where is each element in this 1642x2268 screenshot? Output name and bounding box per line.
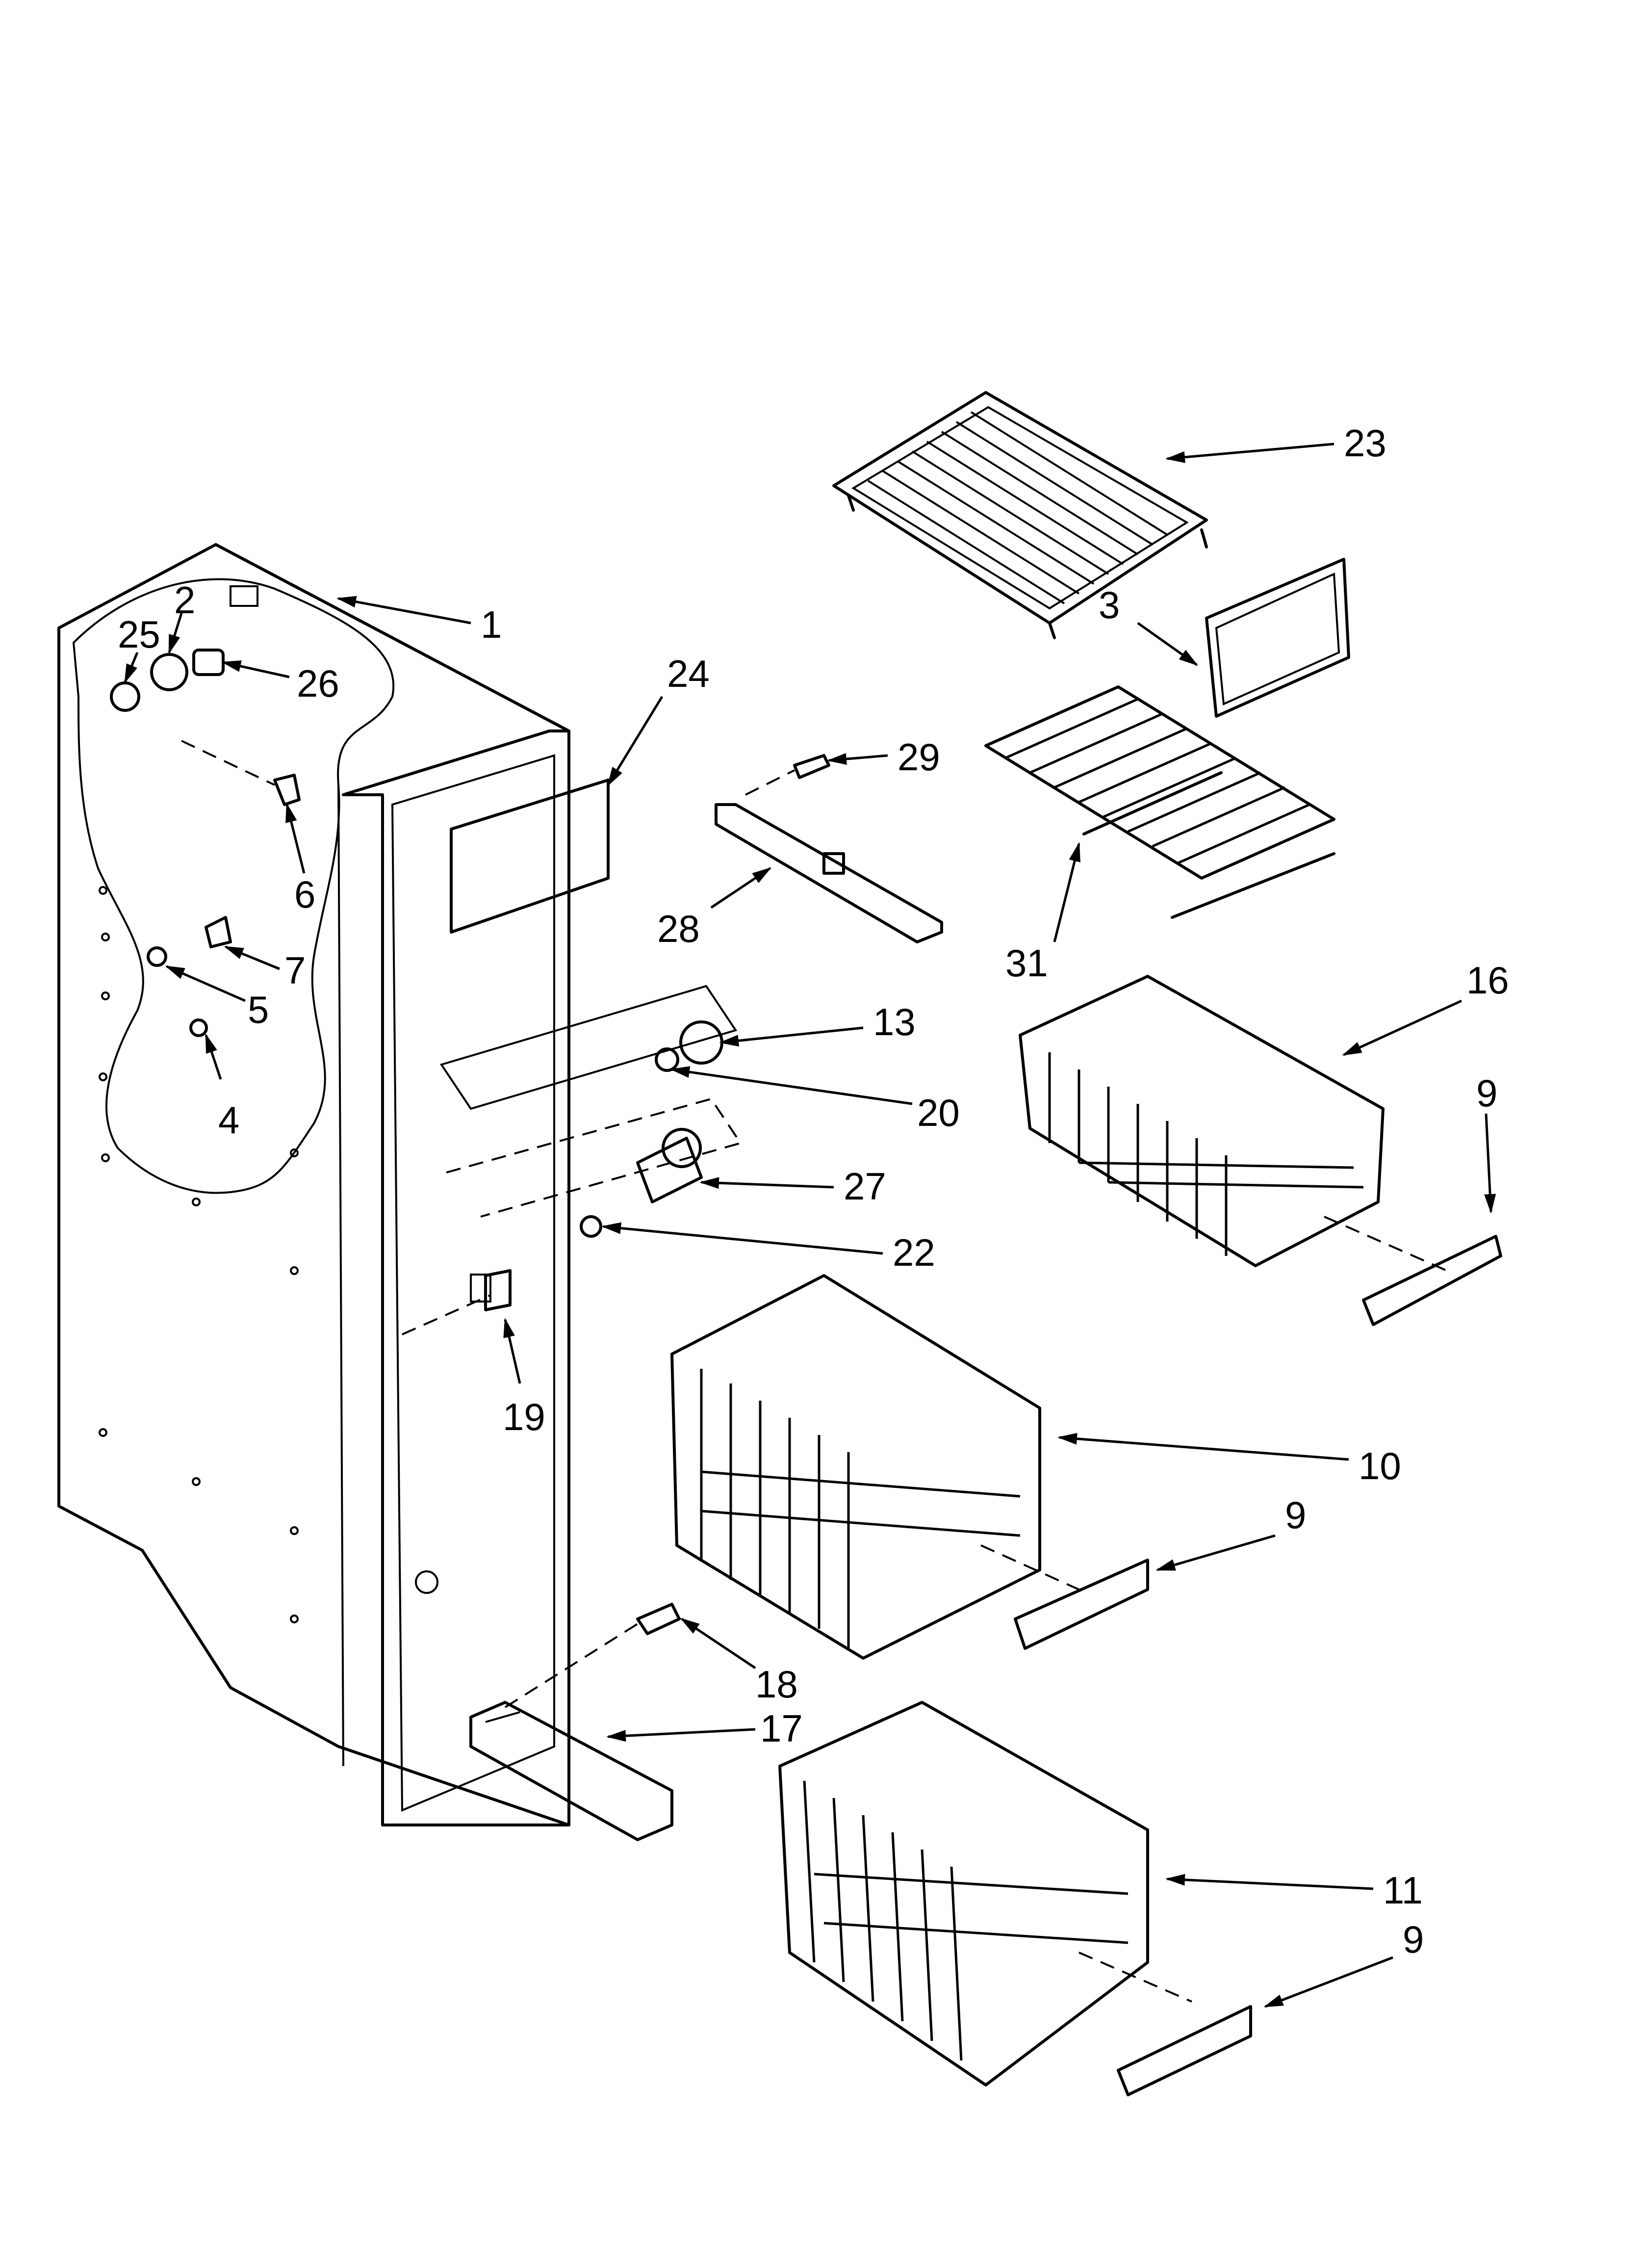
trim-screw [504, 1603, 681, 1708]
callout-6: 6 [294, 873, 315, 916]
callout-9-upper: 9 [1476, 1071, 1497, 1115]
light-socket-assembly [110, 649, 301, 1037]
callout-22: 22 [893, 1231, 935, 1274]
wire-shelf [984, 685, 1335, 919]
callout-31: 31 [1005, 941, 1048, 985]
callout-24: 24 [667, 652, 710, 695]
callout-3: 3 [1099, 583, 1120, 626]
basket-slide-rail-middle [1014, 1559, 1149, 1650]
callout-20: 20 [917, 1091, 960, 1134]
callout-leaders [124, 443, 1496, 2008]
freezer-cabinet-liner [57, 543, 570, 1826]
callout-19: 19 [503, 1395, 545, 1438]
shelf-front-trim [1205, 558, 1350, 718]
callout-27: 27 [844, 1165, 886, 1208]
callout-10: 10 [1359, 1444, 1401, 1487]
callout-28: 28 [657, 907, 700, 950]
middle-wire-basket [670, 1274, 1079, 1660]
roller-and-bracket-parts [402, 1020, 723, 1335]
callout-23: 23 [1344, 421, 1386, 465]
callout-29: 29 [898, 735, 940, 779]
callout-16: 16 [1466, 959, 1509, 1002]
callout-labels: 1 2 3 4 5 6 7 9 9 9 10 11 13 16 17 18 19… [118, 421, 1509, 1961]
callout-18: 18 [755, 1663, 798, 1706]
callout-2: 2 [174, 578, 195, 622]
ice-tray-shelf [832, 391, 1208, 639]
callout-9-lower: 9 [1403, 1918, 1424, 1961]
callout-5: 5 [248, 988, 269, 1031]
callout-1: 1 [481, 603, 502, 646]
shelf-screw [745, 754, 830, 796]
upper-wire-basket [1019, 975, 1447, 1272]
lower-wire-basket [778, 1701, 1192, 2086]
callout-7: 7 [284, 949, 306, 992]
callout-26: 26 [297, 662, 339, 705]
basket-slide-rail-upper [1362, 1235, 1502, 1326]
callout-11: 11 [1383, 1869, 1423, 1912]
callout-9-middle: 9 [1285, 1493, 1306, 1537]
basket-slide-rail-lower [1117, 2005, 1252, 2096]
callout-25: 25 [118, 613, 160, 656]
toe-trim [469, 1701, 673, 1841]
liner-holes [99, 886, 438, 1623]
callout-13: 13 [873, 1000, 916, 1043]
mounting-plate-upper [439, 985, 738, 1110]
light-shield [450, 779, 610, 934]
callout-17: 17 [760, 1707, 803, 1750]
shelf-support-rail [715, 803, 943, 943]
callout-4: 4 [218, 1098, 239, 1142]
